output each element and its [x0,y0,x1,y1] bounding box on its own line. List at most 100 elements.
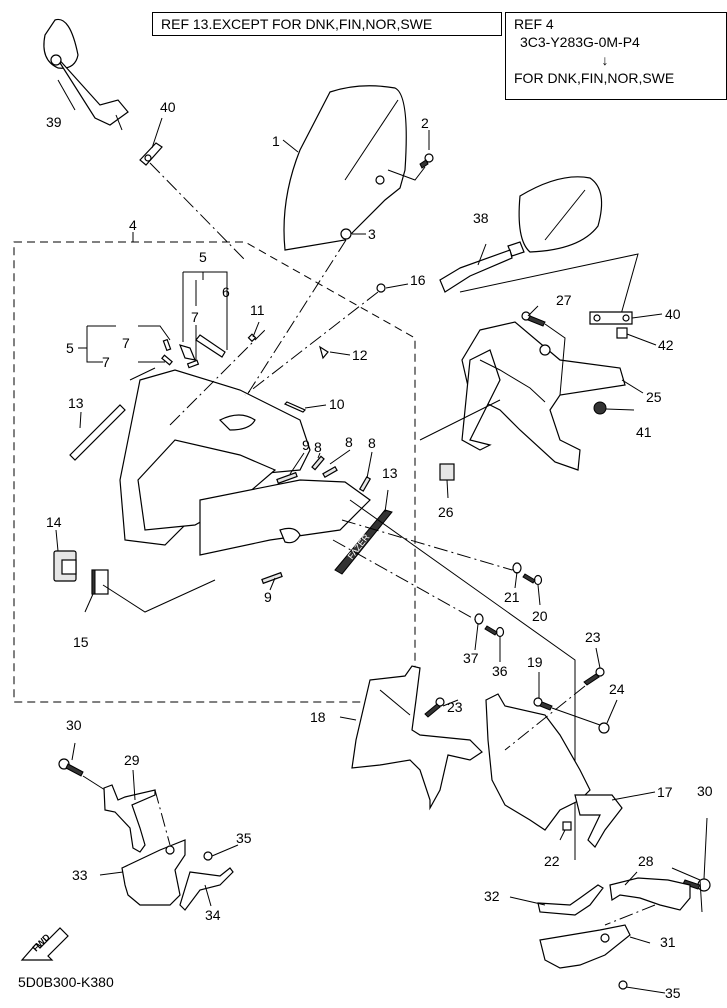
clip-12 [319,345,329,360]
callout-40-right: 40 [665,306,681,322]
grommet-3 [244,228,352,399]
diagram-code: 5D0B300-K380 [18,974,114,990]
ref4-note-code: 3C3-Y283G-0M-P4 [520,34,640,50]
mirror-bracket-40-right [589,311,633,325]
leaders [55,79,708,994]
collar-24 [598,722,610,734]
callout-group-5 [78,271,228,381]
callout-22: 22 [544,853,560,869]
callout-17: 17 [657,784,673,800]
collar-42 [616,327,628,339]
callout-23-right: 23 [585,629,601,645]
ref4-note: REF 4 3C3-Y283G-0M-P4 ↓ FOR DNK,FIN,NOR,… [505,12,727,100]
ref4-note-target: FOR DNK,FIN,NOR,SWE [514,70,675,86]
callout-7-bottom: 7 [102,354,110,370]
callout-33: 33 [72,867,88,883]
bolt-19 [533,697,601,726]
callout-6: 6 [222,284,230,300]
callout-26: 26 [438,504,454,520]
bolt-27 [521,311,566,396]
callout-12: 12 [352,347,368,363]
down-arrow-icon: ↓ [601,52,609,68]
inner-panel-18 [351,665,483,811]
grommet-11 [247,333,257,343]
module-15 [91,569,216,613]
washer-21 [512,562,522,574]
callout-8a: 8 [314,439,322,455]
callouts: 1 2 3 4 5 5 6 7 7 7 8 8 8 9 9 10 11 12 1… [46,99,713,1001]
callout-38: 38 [473,210,489,226]
strip-9a [276,471,298,485]
screw-2 [387,153,434,181]
bolt-16 [244,283,386,396]
pad-26 [439,463,455,481]
nut-41 [593,401,607,415]
plate-33 [121,839,186,906]
cushion-strips-5-6-7 [161,334,226,369]
screw-35-left [203,851,213,861]
left-mirror-39 [43,18,129,131]
callout-37: 37 [463,650,479,666]
callout-14: 14 [46,514,62,530]
callout-4: 4 [129,217,137,233]
callout-29: 29 [124,752,140,768]
callout-27: 27 [556,292,572,308]
callout-13-right: 13 [382,465,398,481]
callout-40-left: 40 [160,99,176,115]
callout-23-left: 23 [447,699,463,715]
bolt-20 [522,573,543,586]
callout-19: 19 [527,654,543,670]
callout-2: 2 [421,115,429,131]
plate-10 [283,401,307,413]
callout-13-left: 13 [68,395,84,411]
callout-20: 20 [532,608,548,624]
strip-8a [311,455,325,471]
callout-9b: 9 [264,589,272,605]
mirror-bracket-40-left [139,142,246,261]
plate-34 [179,867,234,911]
strip-8b [322,465,338,479]
callout-34: 34 [205,907,221,923]
assembly-4-boundary [13,241,416,703]
screw-23-left [424,697,445,718]
plate-32 [537,884,604,916]
cowling-stay-25 [419,321,626,471]
callout-5-top: 5 [199,249,207,265]
callout-21: 21 [504,589,520,605]
callout-8c: 8 [368,435,376,451]
callout-24: 24 [609,681,625,697]
callout-25: 25 [646,389,662,405]
inner-panel-17 [485,693,623,848]
windshield-1 [283,85,407,251]
callout-35-right: 35 [665,985,681,1001]
strip-8c [358,476,372,492]
callout-7-mid: 7 [122,335,130,351]
callout-7-top: 7 [191,309,199,325]
screw-35-right [618,980,628,990]
callout-15: 15 [73,634,89,650]
callout-1: 1 [272,133,280,149]
bolt-36 [484,625,505,638]
right-mirror-38 [439,176,639,319]
bolt-30-left [58,758,106,791]
callout-5-left: 5 [66,340,74,356]
callout-3: 3 [368,226,376,242]
nut-22 [562,821,572,831]
fwd-arrow-icon: FWD [20,927,69,961]
washer-37 [474,613,484,625]
ref13-note-text: REF 13.EXCEPT FOR DNK,FIN,NOR,SWE [161,16,433,32]
callout-8b: 8 [345,434,353,450]
callout-18: 18 [310,709,326,725]
stay-29 [103,784,171,853]
callout-35-left: 35 [236,830,252,846]
callout-28: 28 [638,853,654,869]
callout-30-left: 30 [66,717,82,733]
decal-13-left [69,404,126,461]
ref13-note: REF 13.EXCEPT FOR DNK,FIN,NOR,SWE [152,12,502,36]
callout-36: 36 [492,663,508,679]
stay-28 [604,877,691,926]
callout-32: 32 [484,888,500,904]
ref4-note-title: REF 4 [514,16,554,32]
plate-31 [539,924,631,969]
